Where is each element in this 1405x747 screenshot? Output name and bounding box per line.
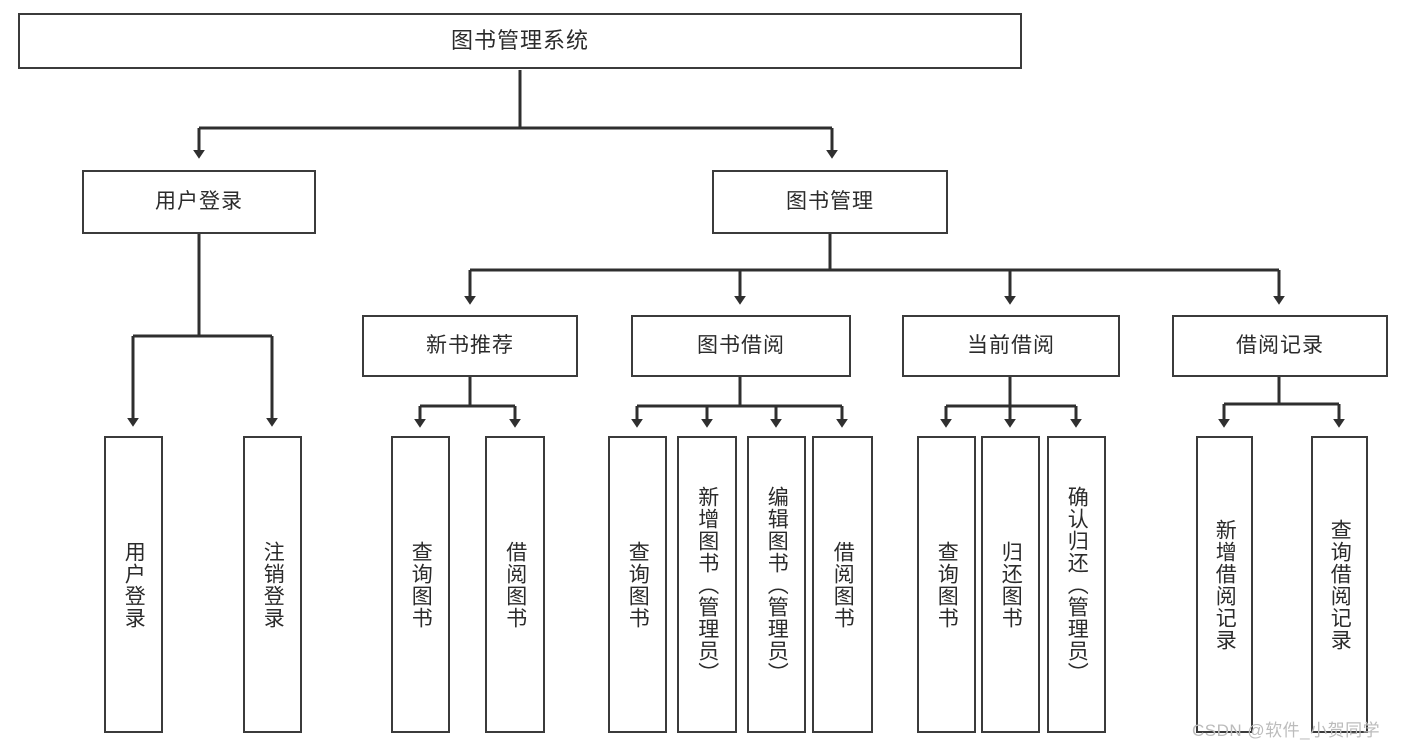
leaf-return-book-label: 归还图书	[999, 540, 1023, 629]
node-borrow-record[interactable]: 借阅记录	[1172, 315, 1388, 377]
leaf-add-record-label: 新增借阅记录	[1213, 518, 1237, 651]
leaf-borrow-book-2-label: 借阅图书	[831, 540, 855, 629]
leaf-add-book-label: 新增图书（管理员）	[695, 485, 719, 684]
node-current-borrow-label: 当前借阅	[967, 334, 1055, 358]
node-new-book-recommend[interactable]: 新书推荐	[362, 315, 578, 377]
node-new-book-recommend-label: 新书推荐	[426, 334, 514, 358]
leaf-user-login-label: 用户登录	[122, 540, 146, 629]
leaf-edit-book[interactable]: 编辑图书（管理员）	[747, 436, 806, 733]
leaf-borrow-book-1[interactable]: 借阅图书	[485, 436, 545, 733]
node-borrow-record-label: 借阅记录	[1236, 334, 1324, 358]
leaf-confirm-return-label: 确认归还（管理员）	[1065, 485, 1089, 684]
leaf-edit-book-label: 编辑图书（管理员）	[765, 485, 789, 684]
leaf-add-book[interactable]: 新增图书（管理员）	[677, 436, 737, 733]
leaf-query-book-2[interactable]: 查询图书	[608, 436, 667, 733]
csdn-watermark: CSDN @软件_小贺同学	[1192, 721, 1381, 740]
node-book-borrow[interactable]: 图书借阅	[631, 315, 851, 377]
leaf-confirm-return[interactable]: 确认归还（管理员）	[1047, 436, 1106, 733]
leaf-borrow-book-2[interactable]: 借阅图书	[812, 436, 873, 733]
leaf-query-book-3[interactable]: 查询图书	[917, 436, 976, 733]
leaf-query-book-1[interactable]: 查询图书	[391, 436, 450, 733]
leaf-query-record-label: 查询借阅记录	[1328, 518, 1352, 651]
node-user-login[interactable]: 用户登录	[82, 170, 316, 234]
leaf-borrow-book-1-label: 借阅图书	[503, 540, 527, 629]
node-book-manage[interactable]: 图书管理	[712, 170, 948, 234]
leaf-logout-login-label: 注销登录	[261, 540, 285, 629]
leaf-query-book-1-label: 查询图书	[409, 540, 433, 629]
leaf-query-book-2-label: 查询图书	[626, 540, 650, 629]
leaf-user-login[interactable]: 用户登录	[104, 436, 163, 733]
node-user-login-label: 用户登录	[155, 190, 243, 214]
node-book-borrow-label: 图书借阅	[697, 334, 785, 358]
node-root[interactable]: 图书管理系统	[18, 13, 1022, 69]
leaf-query-book-3-label: 查询图书	[935, 540, 959, 629]
leaf-logout-login[interactable]: 注销登录	[243, 436, 302, 733]
node-current-borrow[interactable]: 当前借阅	[902, 315, 1120, 377]
leaf-return-book[interactable]: 归还图书	[981, 436, 1040, 733]
leaf-add-record[interactable]: 新增借阅记录	[1196, 436, 1253, 733]
leaf-query-record[interactable]: 查询借阅记录	[1311, 436, 1368, 733]
node-root-label: 图书管理系统	[450, 27, 589, 53]
node-book-manage-label: 图书管理	[786, 190, 874, 214]
